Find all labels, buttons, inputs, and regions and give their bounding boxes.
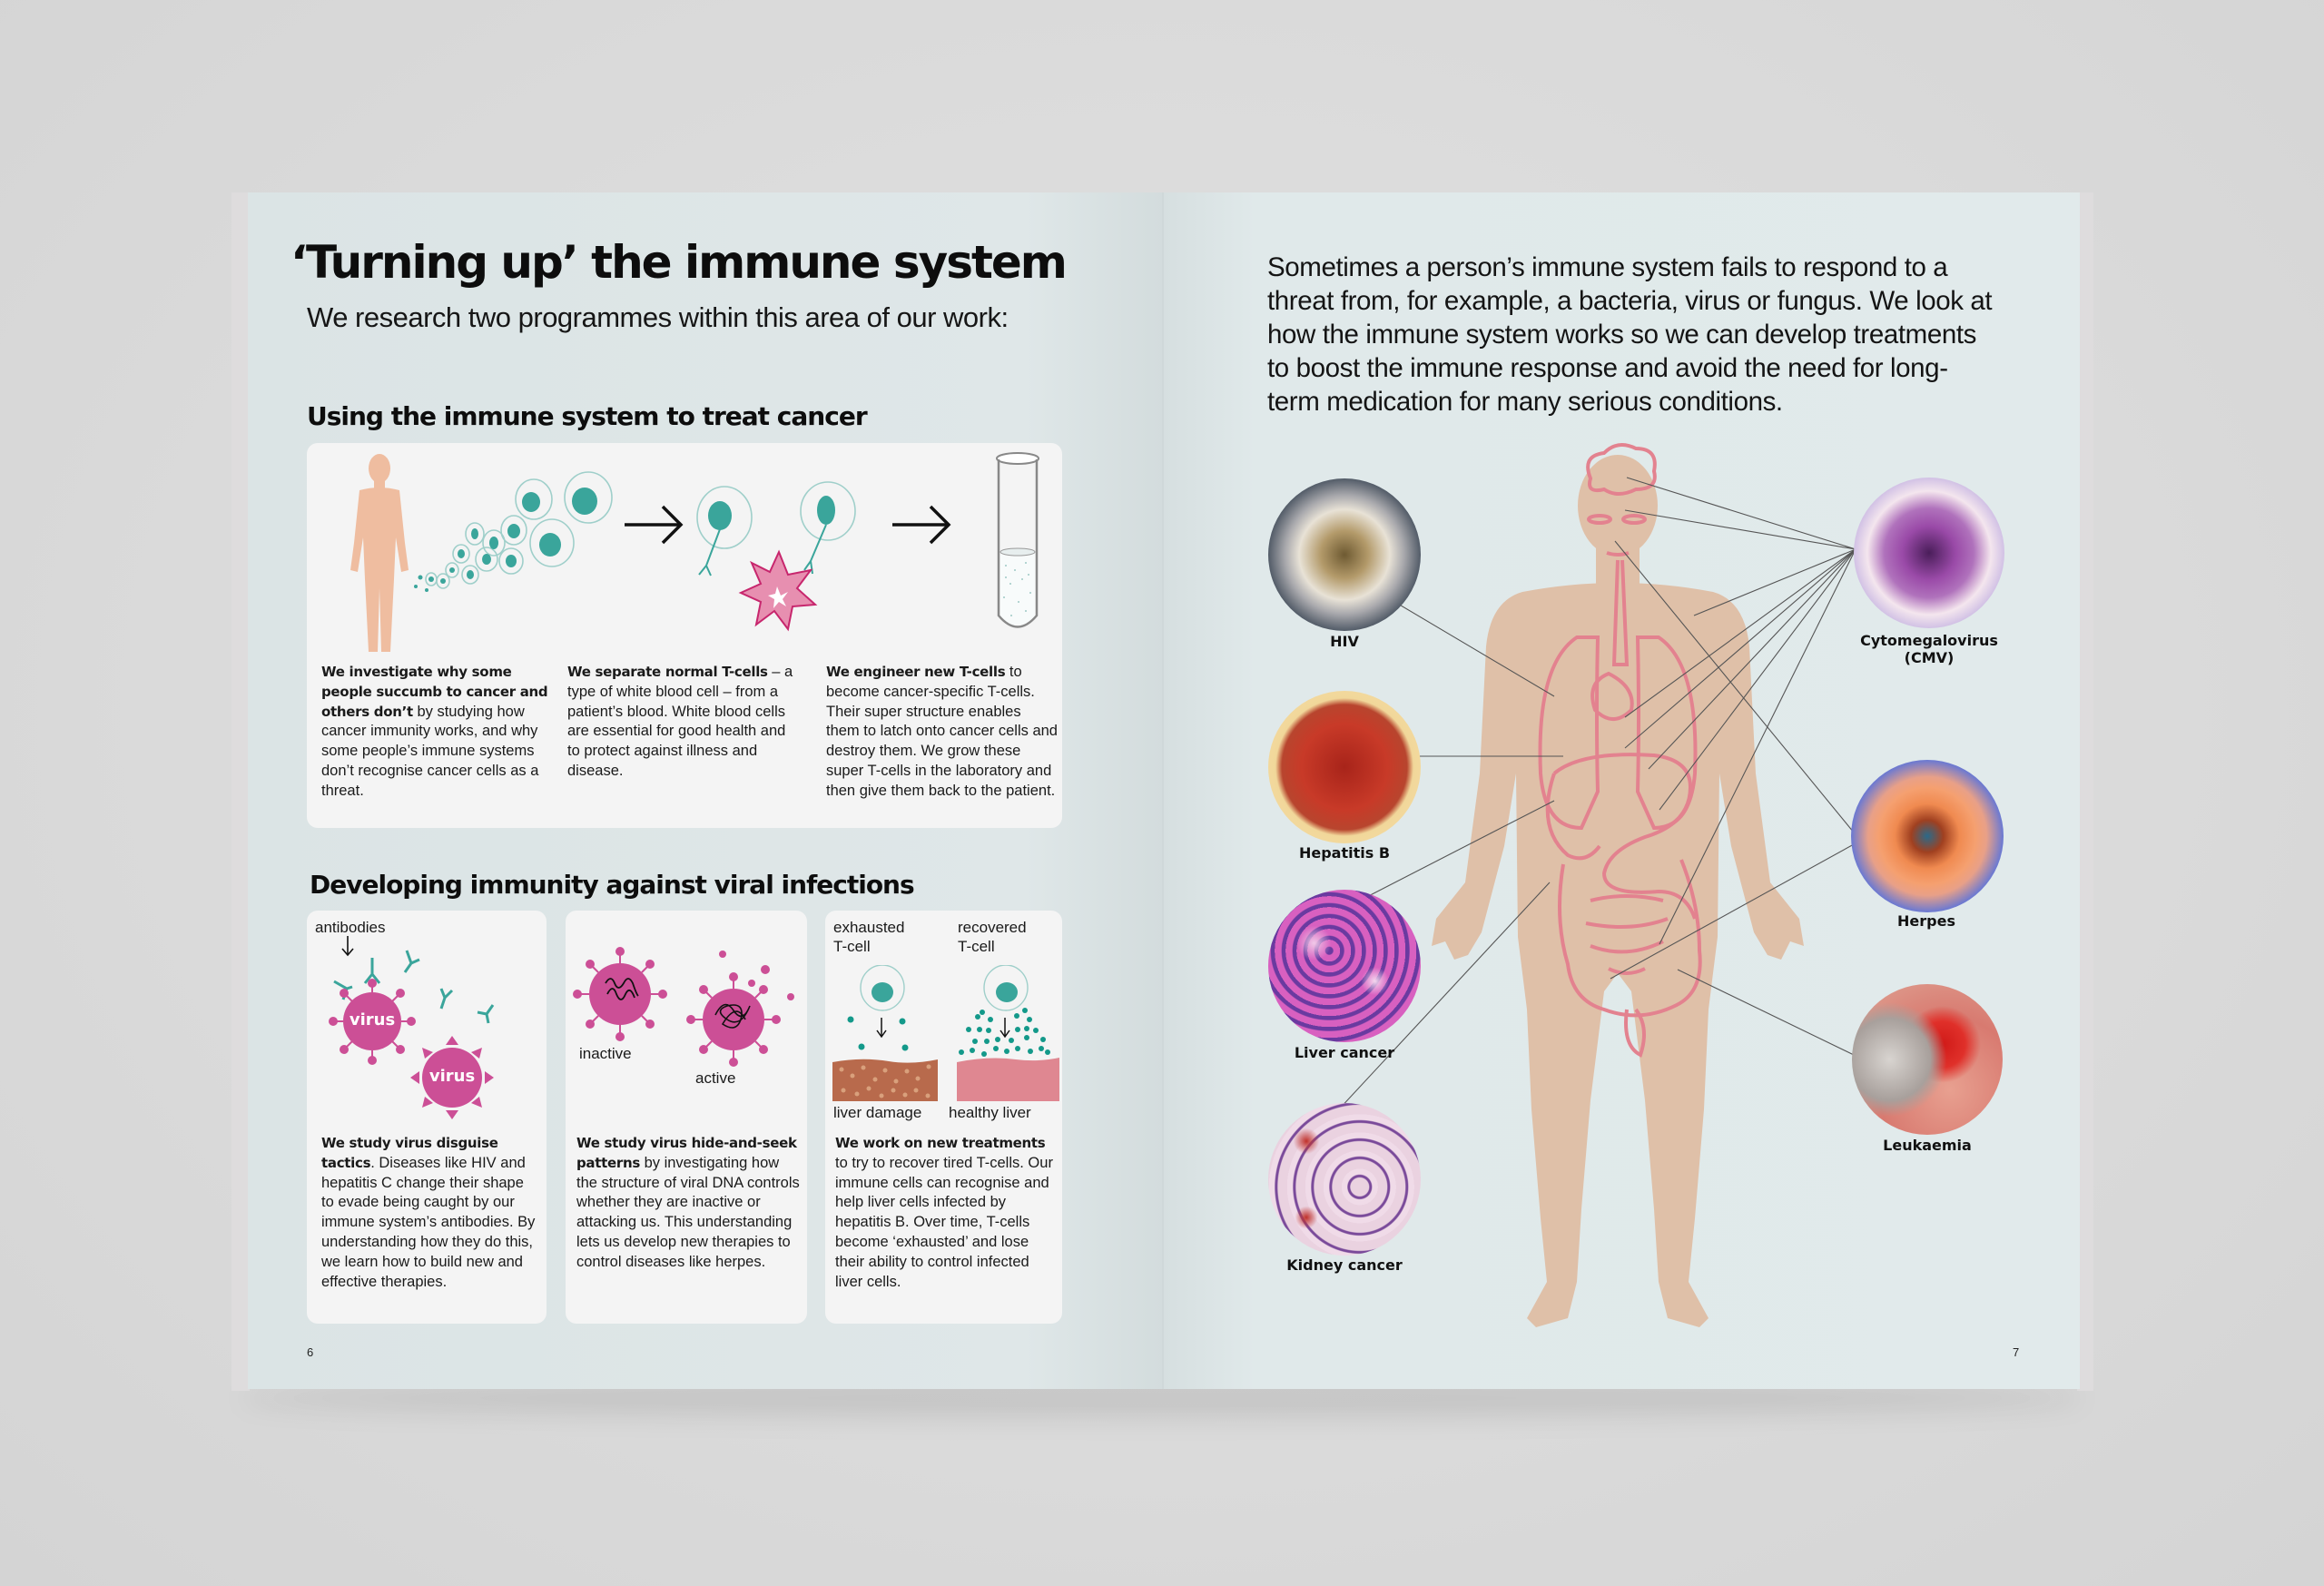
t-cell-liver-illustration [832, 965, 1059, 1101]
virus-disguise-illustration [329, 936, 495, 1119]
page-number-right: 7 [2013, 1345, 2020, 1359]
healthy-liver-icon [957, 1058, 1059, 1101]
healthy-liver-label: healthy liver [949, 1104, 1031, 1121]
section-heading-viral: Developing immunity against viral infect… [310, 870, 915, 900]
cancer-cell-icon [738, 549, 818, 632]
cancer-col-2-text: – a type of white blood cell – from a pa… [567, 664, 793, 779]
connector-lines [1313, 477, 1856, 1138]
page-subtitle: We research two programmes within this a… [307, 301, 1009, 333]
virus-icon [329, 979, 416, 1065]
inactive-virus-icon [573, 947, 667, 1041]
body-diagram [1313, 443, 1856, 1327]
herpes-label: Herpes [1897, 912, 1955, 930]
leukaemia-label: Leukaemia [1883, 1137, 1972, 1154]
t-cell-recovery-body: to try to recover tired T-cells. Our imm… [835, 1154, 1053, 1290]
recovered-t-cell-icon [959, 965, 1050, 1057]
organs-outline-icon [1538, 443, 1702, 1058]
active-virus-icon [686, 951, 794, 1067]
spine [1162, 192, 1164, 1389]
virus-hide-seek-bold: We study virus hide-and-seek patterns [576, 1135, 797, 1171]
exhausted-t-cell-icon [847, 965, 909, 1051]
human-body-icon [350, 454, 409, 652]
virus-disguise-card: antibodies [307, 911, 547, 1324]
arrow-right-icon [892, 505, 951, 545]
cancer-process-illustration [350, 452, 1039, 652]
virus-hide-seek-card: inactive active We study virus hide-and-… [566, 911, 807, 1324]
cancer-col-3-bold: We engineer new T-cells [826, 664, 1006, 680]
liver-cancer-image [1268, 890, 1421, 1042]
page-title: ‘Turning up’ the immune system [290, 236, 1068, 289]
virus-disguise-body: . Diseases like HIV and hepatitis C chan… [321, 1154, 536, 1290]
cancer-col-1-text: by studying how cancer immunity works, a… [321, 703, 539, 799]
intro-line: how the immune system works so we can de… [1267, 320, 1976, 350]
active-label: active [695, 1069, 736, 1087]
cmv-label: Cytomegalovirus(CMV) [1860, 632, 1998, 666]
kidney-cancer-image [1268, 1103, 1421, 1256]
herpes-image [1851, 760, 2004, 912]
arrow-down-icon [341, 936, 354, 957]
intro-line: term medication for many serious conditi… [1267, 387, 1783, 417]
t-cells-icon [414, 471, 613, 592]
leukaemia-image [1852, 984, 2003, 1135]
virus-label-2: virus [428, 1067, 476, 1086]
cancer-col-1-bold: We investigate why some people succumb t… [321, 664, 548, 720]
hiv-label: HIV [1330, 633, 1359, 650]
kidney-cancer-label: Kidney cancer [1286, 1256, 1403, 1274]
virus-dna-illustration [573, 947, 794, 1067]
intro-line: threat from, for example, a bacteria, vi… [1267, 286, 1993, 316]
test-tube-icon [996, 452, 1039, 628]
t-cell-recovery-bold: We work on new treatments [835, 1135, 1046, 1151]
virus-disguise-bold: We study virus disguise tactics [321, 1135, 498, 1171]
page-number-left: 6 [307, 1345, 314, 1359]
liver-cancer-label: Liver cancer [1294, 1044, 1395, 1061]
cancer-col-2: We separate normal T-cells – a type of w… [567, 663, 799, 782]
t-cell-recovery-text: We work on new treatments to try to reco… [835, 1134, 1058, 1292]
intro-line: to boost the immune response and avoid t… [1267, 353, 1948, 383]
virus-label-1: virus [349, 1010, 396, 1029]
virus-disguised-icon [410, 1036, 494, 1119]
intro-paragraph: Sometimes a person’s immune system fails… [1267, 251, 2048, 419]
virus-disguise-text: We study virus disguise tactics. Disease… [321, 1134, 539, 1292]
hepatitis-b-label: Hepatitis B [1298, 844, 1391, 862]
virus-hide-seek-body: by investigating how the structure of vi… [576, 1154, 800, 1270]
section-heading-cancer: Using the immune system to treat cancer [307, 401, 868, 431]
cmv-image [1854, 478, 2004, 628]
inactive-label: inactive [579, 1045, 632, 1062]
liver-damage-icon [832, 1059, 938, 1101]
cover-edge-right [2077, 192, 2093, 1391]
cover-edge-left [231, 192, 250, 1391]
hepatitis-b-image [1268, 691, 1421, 843]
t-cell-receptor-icon [696, 481, 856, 576]
cancer-col-1: We investigate why some people succumb t… [321, 663, 548, 802]
right-page: Sometimes a person’s immune system fails… [1164, 192, 2080, 1389]
virus-hide-seek-text: We study virus hide-and-seek patterns by… [576, 1134, 802, 1273]
left-page: ‘Turning up’ the immune system We resear… [248, 192, 1163, 1389]
arrow-right-icon [625, 505, 684, 545]
antibodies-label: antibodies [315, 919, 386, 936]
cancer-col-3: We engineer new T-cells to become cancer… [826, 663, 1058, 802]
liver-damage-label: liver damage [833, 1104, 922, 1121]
cancer-col-2-bold: We separate normal T-cells [567, 664, 768, 680]
hiv-image [1268, 478, 1421, 631]
cancer-treatment-card: We investigate why some people succumb t… [307, 443, 1062, 828]
cancer-col-3-text: to become cancer-specific T-cells. Their… [826, 664, 1058, 799]
intro-line: Sometimes a person’s immune system fails… [1267, 252, 1948, 282]
